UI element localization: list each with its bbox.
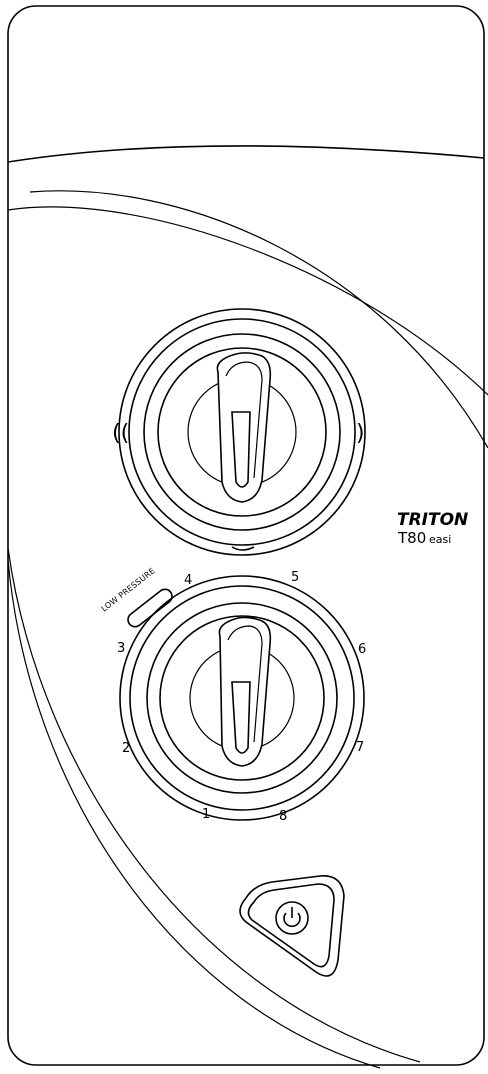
body-curve-outer <box>29 190 488 449</box>
flow-right-indicator: ) <box>356 421 365 446</box>
body-curve-left-2 <box>7 559 381 1069</box>
brand-name: TRITON <box>397 510 468 530</box>
power-button[interactable] <box>239 875 345 977</box>
setting-6: 6 <box>358 642 366 657</box>
setting-8: 8 <box>279 809 287 824</box>
setting-4: 4 <box>184 573 192 588</box>
cover-seam <box>7 145 485 163</box>
power-icon <box>283 907 301 928</box>
svg-text:T80: T80 <box>397 529 426 547</box>
setting-7: 7 <box>356 740 364 755</box>
setting-1: 1 <box>202 807 210 822</box>
body-curve-inner <box>7 206 488 396</box>
setting-2: 2 <box>122 741 130 756</box>
flow-bottom-indicator <box>231 546 255 551</box>
flow-left-indicator: (( <box>112 421 129 446</box>
svg-text:easi: easi <box>429 533 451 546</box>
model-label: T80 easi <box>397 529 451 547</box>
setting-3: 3 <box>117 641 125 656</box>
unit-casing <box>7 5 485 1066</box>
low-pressure-lamp <box>127 588 173 628</box>
power-setting-knob[interactable] <box>119 575 365 821</box>
flow-control-knob[interactable] <box>118 308 366 556</box>
low-pressure-label: LOW PRESSURE <box>100 566 157 613</box>
setting-5: 5 <box>291 570 299 585</box>
body-curve-left <box>7 547 421 1063</box>
